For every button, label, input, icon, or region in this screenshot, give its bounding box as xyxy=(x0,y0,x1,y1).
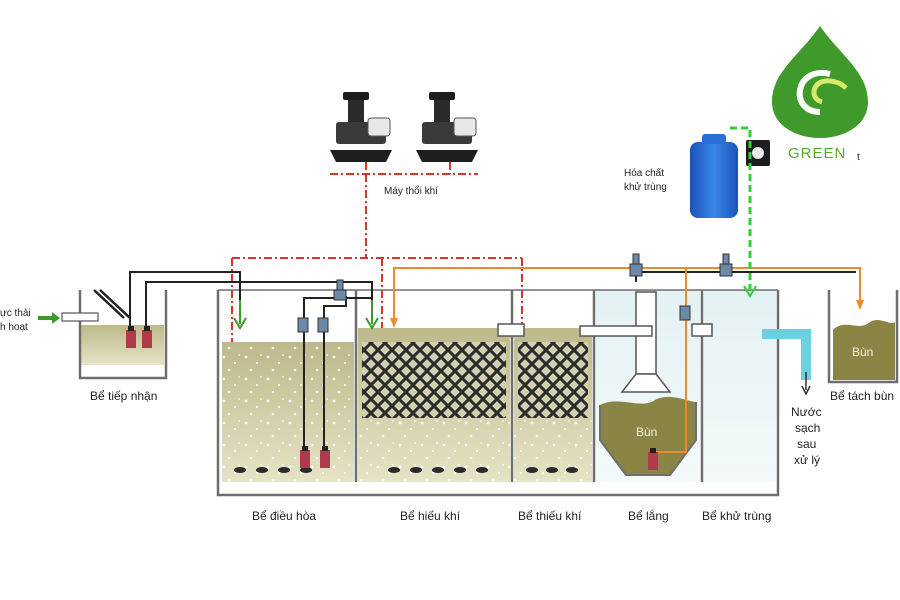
aerobic-media xyxy=(362,342,506,418)
chemical-dosing-line xyxy=(730,126,752,290)
outlet-label-line4: xử lý xyxy=(794,453,820,467)
brand-name: GREEN xyxy=(788,145,846,162)
sludge-tank-label: Bùn xyxy=(852,345,873,359)
chemical-tank xyxy=(690,134,738,218)
inlet-label-line1: ực thải xyxy=(0,308,31,319)
chemical-label-line1: Hóa chất xyxy=(624,167,664,179)
blower-label: Máy thổi khí xyxy=(384,185,438,197)
sludge-tank-sludge xyxy=(833,320,895,380)
label-aerobic-tank: Bể hiếu khí xyxy=(400,509,461,523)
tank-walls xyxy=(78,289,899,497)
chemical-label-line2: khử trùng xyxy=(624,181,667,193)
pumps xyxy=(126,326,658,470)
blower-1 xyxy=(330,92,392,162)
outlet-label: Nước sạch sau xử lý xyxy=(791,405,822,467)
disinfection-water xyxy=(704,290,776,482)
brand-suffix: t xyxy=(857,152,860,163)
water-pipes xyxy=(93,271,856,450)
outlet-label-line3: sau xyxy=(797,437,816,451)
outlet-label-line1: Nước xyxy=(791,405,822,419)
settling-cone xyxy=(579,291,697,476)
flow-arrows xyxy=(233,300,379,330)
anoxic-media xyxy=(518,342,588,418)
label-sludge-tank: Bể tách bùn xyxy=(830,389,894,403)
label-receiving-tank: Bể tiếp nhận xyxy=(90,389,157,403)
brand-logo: GREEN t xyxy=(772,26,868,163)
label-disinfection-tank: Bể khử trùng xyxy=(702,509,771,523)
dosing-pump xyxy=(746,140,770,166)
settling-sludge-label: Bùn xyxy=(636,425,657,439)
inlet-label-line2: h hoạt xyxy=(0,322,28,333)
valves xyxy=(297,253,733,333)
label-settling-tank: Bể lắng xyxy=(628,508,669,523)
label-anoxic-tank: Bể thiếu khí xyxy=(518,509,582,523)
label-equalization-tank: Bể điều hòa xyxy=(252,509,316,523)
outlet-pipe xyxy=(762,329,811,396)
outlet-label-line2: sạch xyxy=(795,421,820,435)
diffusers xyxy=(234,467,578,473)
blower-2 xyxy=(416,92,478,162)
